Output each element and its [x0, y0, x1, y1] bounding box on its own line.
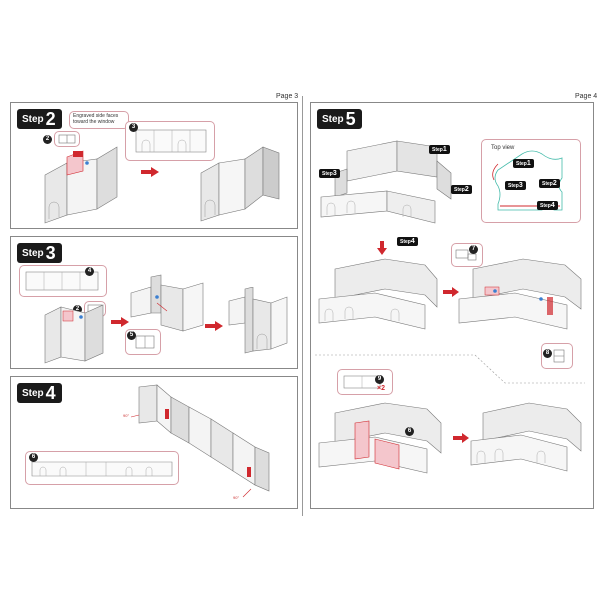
step4-angle-b: 90° [233, 495, 240, 500]
step5-part-7-number: 7 [469, 245, 478, 254]
step5-arrow-bottom [453, 433, 469, 443]
step5-model-assembled-a [318, 258, 438, 330]
topview-tag-3-label: Step [508, 183, 519, 189]
step4-badge-number: 4 [45, 383, 56, 403]
step5-part-9-callout [337, 369, 393, 395]
step5-model-final-a [318, 402, 442, 474]
step3-badge-label: Step [22, 247, 44, 259]
topview-tag-4: Step4 [537, 201, 558, 210]
step2-part-b-callout [125, 121, 215, 161]
topview-tag-3-num: 3 [518, 182, 523, 189]
step5-tag-4-label: Step [400, 239, 411, 245]
step2-arrow [141, 167, 159, 177]
step2-model-after [200, 146, 280, 222]
step5-part-6-number: 6 [405, 427, 414, 436]
step5-multiplier: ×2 [377, 385, 385, 392]
step2-badge-label: Step [22, 113, 44, 125]
topview-tag-2: Step2 [539, 179, 560, 188]
step5-top-view-title: Top view [491, 145, 515, 151]
step4-model [131, 384, 270, 498]
step4-part-a-number: 6 [29, 453, 38, 462]
step2-note-text: Engraved side faces toward the window [73, 113, 119, 125]
page-label-left: Page 3 [276, 93, 299, 100]
step2-part-a-number: 2 [43, 135, 52, 144]
step3-model-middle [130, 274, 204, 332]
step2-note-box [69, 111, 129, 129]
step3-model-after [228, 287, 288, 354]
step5-tag-1-num: 1 [442, 146, 447, 153]
step5-model-assembled-b [458, 258, 582, 330]
step5-arrow-mid [443, 287, 459, 297]
page-label-right: Page 4 [575, 93, 598, 100]
step3-part-b-number: 2 [73, 305, 82, 314]
topview-tag-2-label: Step [542, 181, 553, 187]
step4-badge-label: Step [22, 387, 44, 399]
step5-badge-label: Step [322, 113, 344, 125]
topview-tag-2-num: 2 [552, 180, 557, 187]
step3-badge-number: 3 [45, 243, 56, 263]
step5-model-exploded [320, 140, 452, 224]
step3-part-c-number: 5 [127, 331, 136, 340]
step5-dashed-separator [315, 354, 585, 384]
step5-badge-number: 5 [345, 109, 356, 129]
step4-angle-a: 90° [123, 413, 130, 418]
topview-tag-3: Step3 [505, 181, 526, 190]
step2-part-a-callout [54, 131, 80, 147]
step5-tag-4-num: 4 [410, 238, 415, 245]
topview-tag-1-label: Step [516, 161, 527, 167]
step5-model-final-b [470, 402, 582, 472]
step5-part-9-number: 9 [375, 375, 384, 384]
page-divider [302, 96, 303, 516]
step5-tag-2-label: Step [454, 187, 465, 193]
topview-tag-4-label: Step [540, 203, 551, 209]
step2-model-before [44, 146, 118, 224]
step5-part-7-callout [451, 243, 483, 267]
step5-top-view-box [481, 139, 581, 223]
step5-tag-1-label: Step [432, 147, 443, 153]
step4-part-a-callout [25, 451, 179, 485]
step2-part-b-number: 3 [129, 123, 138, 132]
step5-tag-2-num: 2 [464, 186, 469, 193]
step5-part-8-callout [541, 343, 573, 369]
topview-tag-1-num: 1 [526, 160, 531, 167]
step5-arrow-down [377, 241, 387, 255]
step5-part-8-number: 8 [543, 349, 552, 358]
step5-tag-3-label: Step [322, 171, 333, 177]
step3-part-a-number: 4 [85, 267, 94, 276]
step5-tag-4: Step4 [397, 237, 418, 246]
step5-tag-3: Step3 [319, 169, 340, 178]
step5-tag-1: Step1 [429, 145, 450, 154]
step2-badge-number: 2 [45, 109, 56, 129]
step5-tag-2: Step2 [451, 185, 472, 194]
step3-arrow-b [205, 321, 223, 331]
step5-tag-3-num: 3 [332, 170, 337, 177]
topview-tag-4-num: 4 [550, 202, 555, 209]
step3-model-before [44, 304, 104, 364]
step3-arrow-a [111, 317, 129, 327]
topview-tag-1: Step1 [513, 159, 534, 168]
